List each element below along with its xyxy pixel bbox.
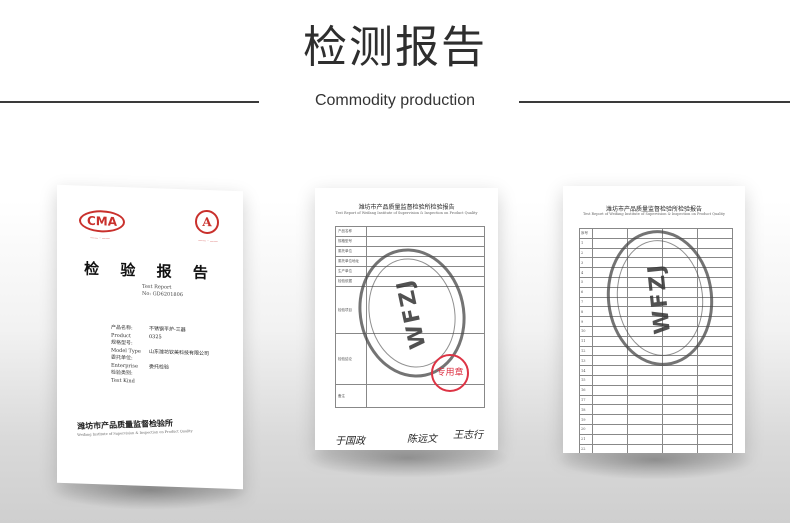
- table-row: 规格型号: [335, 236, 485, 247]
- doc2-subheader: Test Report of Weifang Institute of Supe…: [335, 211, 478, 215]
- table-row: 15: [579, 374, 733, 386]
- table-row: 17: [579, 394, 733, 406]
- report-conclusion-document: 潍坊市产品质量监督检验所检验报告 Test Report of Weifang …: [315, 188, 498, 450]
- right-divider: [519, 101, 790, 103]
- cover-meta: Test Report No: GD6201806: [142, 284, 183, 299]
- table-row: 20: [579, 423, 733, 435]
- report-number: No: GD6201806: [142, 290, 183, 299]
- table-row: 产品名称: [335, 226, 485, 237]
- table-row: 21: [579, 433, 733, 445]
- cma-caption: —— · ——: [90, 234, 110, 241]
- table-row: 19: [579, 414, 733, 425]
- table-row: 16: [579, 384, 733, 396]
- signature-1: 于国政: [335, 436, 365, 447]
- report-data-document: 潍坊市产品质量监督检验所检验报告 Test Report of Weifang …: [563, 186, 745, 453]
- doc3-subheader: Test Report of Weifang Institute of Supe…: [583, 212, 725, 216]
- cnas-caption: —— · ——: [198, 237, 218, 244]
- cma-logo: CMA: [79, 209, 126, 234]
- table-row: 22: [579, 443, 733, 453]
- page-subtitle: Commodity production: [314, 92, 476, 109]
- table-row: 14: [579, 365, 733, 376]
- doc3-header: 潍坊市产品质量监督检验所检验报告: [605, 206, 702, 213]
- red-seal: 专用章: [431, 354, 469, 392]
- page-title: 检测报告: [303, 22, 487, 73]
- signature-3: 王志行: [453, 430, 483, 441]
- table-row: 18: [579, 404, 733, 416]
- cnas-logo: A: [195, 209, 219, 235]
- report-cover-document: CMA —— · —— A —— · —— 检 验 报 告 Test Repor…: [57, 184, 243, 490]
- left-divider: [0, 101, 259, 103]
- table-row: 备注: [335, 384, 485, 408]
- signature-2: 陈远文: [407, 434, 437, 445]
- cover-title: 检 验 报 告: [84, 259, 216, 283]
- doc2-header: 潍坊市产品质量监督检验所检验报告: [358, 204, 455, 211]
